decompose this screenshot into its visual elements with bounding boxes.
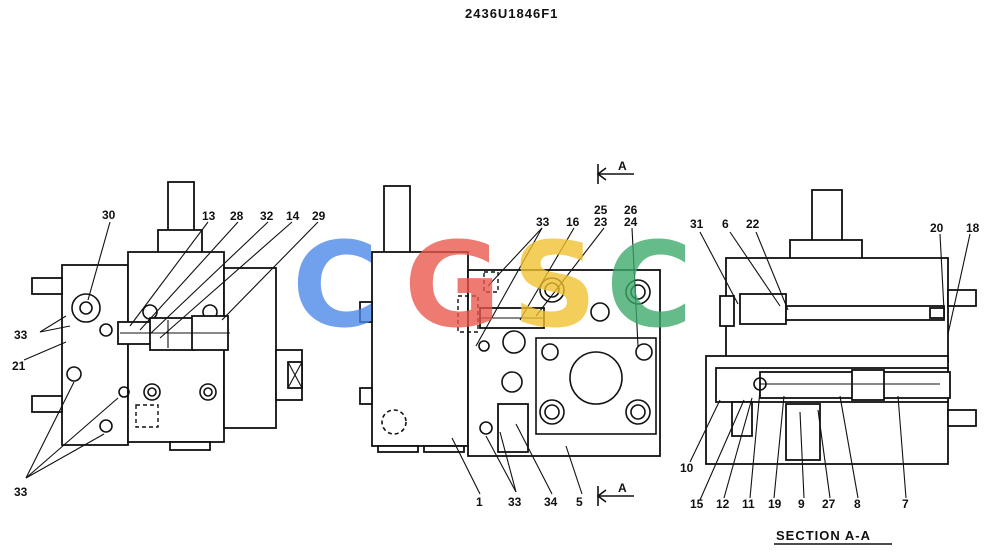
section-marker-top: A	[618, 159, 627, 173]
watermark-letter-g: G	[404, 216, 501, 354]
label-1: 1	[476, 495, 483, 509]
label-32: 32	[260, 209, 274, 223]
watermark-letter-c2: C	[606, 216, 693, 354]
watermark: C G S C	[292, 216, 693, 354]
label-29: 29	[312, 209, 326, 223]
label-7: 7	[902, 497, 909, 511]
label-5: 5	[576, 495, 583, 509]
label-26: 26	[624, 203, 638, 217]
label-18: 18	[966, 221, 980, 235]
label-12: 12	[716, 497, 730, 511]
label-14: 14	[286, 209, 300, 223]
label-9: 9	[798, 497, 805, 511]
label-33-mid: 33	[536, 215, 550, 229]
label-25: 25	[594, 203, 608, 217]
label-22: 22	[746, 217, 760, 231]
watermark-letter-c1: C	[292, 216, 379, 354]
left-view	[23, 181, 319, 479]
label-23: 23	[594, 215, 608, 229]
drawing-number: 2436U1846F1	[465, 6, 558, 21]
label-15: 15	[690, 497, 704, 511]
label-6: 6	[722, 217, 729, 231]
label-28: 28	[230, 209, 244, 223]
label-33-left-bottom: 33	[14, 485, 28, 499]
label-24: 24	[624, 215, 638, 229]
middle-view	[359, 164, 661, 506]
label-16: 16	[566, 215, 580, 229]
label-30: 30	[102, 208, 116, 222]
label-27: 27	[822, 497, 836, 511]
label-34: 34	[544, 495, 558, 509]
section-caption: SECTION A-A	[776, 528, 871, 543]
label-21: 21	[12, 359, 26, 373]
label-33-left-top: 33	[14, 328, 28, 342]
label-31: 31	[690, 217, 704, 231]
label-11: 11	[742, 497, 755, 511]
label-10: 10	[680, 461, 694, 475]
label-13: 13	[202, 209, 216, 223]
right-view	[689, 189, 977, 545]
watermark-letter-s: S	[512, 216, 597, 354]
label-33-mid-bottom: 33	[508, 495, 522, 509]
section-marker-bottom: A	[618, 481, 627, 495]
label-8: 8	[854, 497, 861, 511]
label-19: 19	[768, 497, 782, 511]
label-20: 20	[930, 221, 944, 235]
